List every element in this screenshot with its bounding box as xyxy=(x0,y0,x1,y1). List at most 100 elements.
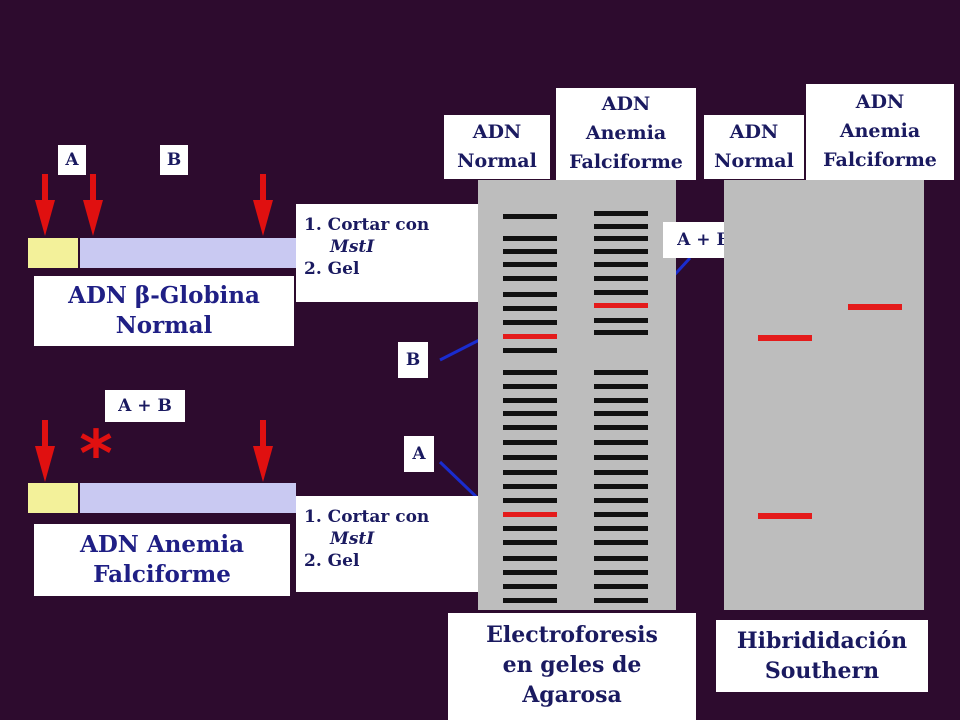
down-arrow-icon xyxy=(253,174,273,236)
down-arrow-icon xyxy=(35,420,55,482)
gel-band xyxy=(594,411,648,416)
gel-band xyxy=(503,570,557,575)
gel-band xyxy=(503,236,557,241)
gel-band xyxy=(594,584,648,589)
southern-lane2-header: ADN Anemia Falciforme xyxy=(806,84,954,180)
gel-band xyxy=(594,262,648,267)
gel-lane2-line2: Anemia xyxy=(585,122,667,144)
enzyme-label: MstI xyxy=(330,237,375,257)
site-b-label: B xyxy=(160,145,188,175)
gel-band xyxy=(594,276,648,281)
gel-band xyxy=(594,484,648,489)
gel-band xyxy=(503,320,557,325)
southern-band xyxy=(848,304,902,310)
gel-band xyxy=(594,425,648,430)
gel-band xyxy=(594,540,648,545)
gel-band xyxy=(503,276,557,281)
southern-lane2-line3: Falciforme xyxy=(823,149,937,171)
down-arrow-icon xyxy=(83,174,103,236)
gel-band xyxy=(503,598,557,603)
gel-band xyxy=(503,306,557,311)
gel-band xyxy=(594,236,648,241)
gel-band xyxy=(594,290,648,295)
gel-band xyxy=(594,330,648,335)
fragment-a-label: A xyxy=(404,436,434,472)
step2-label: 2. Gel xyxy=(304,551,360,571)
southern-caption: Hibrididación Southern xyxy=(716,620,928,692)
gel-band xyxy=(503,214,557,219)
southern-lane1-line1: ADN xyxy=(729,121,779,143)
southern-lane1-header: ADN Normal xyxy=(704,115,804,179)
asterisk-icon: * xyxy=(79,418,113,492)
fragment-b-label: B xyxy=(398,342,428,378)
sickle-gene-title-line2: Falciforme xyxy=(93,561,231,588)
gel-lane1-line1: ADN xyxy=(472,121,522,143)
southern-membrane xyxy=(724,180,924,610)
gel-band xyxy=(594,249,648,254)
gel-band-highlight xyxy=(503,512,557,517)
down-arrow-icon xyxy=(35,174,55,236)
southern-lane1-line2: Normal xyxy=(714,150,794,172)
gel-band xyxy=(503,470,557,475)
gel-caption-line2: en geles de xyxy=(502,652,642,678)
gel-band xyxy=(594,455,648,460)
gel-lane2-line1: ADN xyxy=(601,93,651,115)
gel-band xyxy=(503,526,557,531)
gene-segment-yellow xyxy=(28,238,78,268)
normal-steps-box: 1. Cortar con MstI 2. Gel xyxy=(296,204,478,302)
sickle-steps-box: 1. Cortar con MstI 2. Gel xyxy=(296,496,478,592)
normal-gene-title-line2: Normal xyxy=(115,312,213,339)
gel-band xyxy=(503,348,557,353)
gel-band xyxy=(594,211,648,216)
sickle-gene-bar xyxy=(28,483,296,513)
gel-lane2-header: ADN Anemia Falciforme xyxy=(556,88,696,180)
southern-caption-line1: Hibrididación xyxy=(736,628,908,654)
gel-lane2-line3: Falciforme xyxy=(569,151,683,173)
gel-lane1-line2: Normal xyxy=(457,150,537,172)
southern-caption-line2: Southern xyxy=(764,658,880,684)
southern-band xyxy=(758,513,812,519)
gel-band xyxy=(503,292,557,297)
gel-band xyxy=(503,425,557,430)
normal-gene-title-box: ADN β-Globina Normal xyxy=(34,276,294,346)
gel-band xyxy=(594,526,648,531)
normal-gene-bar xyxy=(28,238,296,268)
step1-label: 1. Cortar con xyxy=(304,507,430,527)
gel-band xyxy=(594,440,648,445)
sickle-gene-title-box: ADN Anemia Falciforme xyxy=(34,524,290,596)
gel-band xyxy=(594,512,648,517)
gel-caption-line1: Electroforesis xyxy=(486,622,658,648)
gel-band xyxy=(503,584,557,589)
gel-band xyxy=(594,370,648,375)
gel-band xyxy=(594,398,648,403)
gene-segment-yellow xyxy=(28,483,78,513)
southern-band xyxy=(758,335,812,341)
site-ab-label: A + B xyxy=(105,390,185,422)
gel-band xyxy=(503,498,557,503)
step2-label: 2. Gel xyxy=(304,259,360,279)
gel-band xyxy=(594,570,648,575)
gel-band xyxy=(503,540,557,545)
normal-gene-title-line1: ADN β-Globina xyxy=(68,282,260,309)
gel-band xyxy=(594,498,648,503)
gel-band xyxy=(503,370,557,375)
gel-band xyxy=(503,398,557,403)
gel-band-highlight xyxy=(594,303,648,308)
site-a-label: A xyxy=(58,145,86,175)
gel-band xyxy=(594,598,648,603)
gel-caption-line3: Agarosa xyxy=(522,682,622,708)
gel-band xyxy=(503,556,557,561)
gel-caption: Electroforesis en geles de Agarosa xyxy=(448,613,696,720)
gel-band xyxy=(594,384,648,389)
southern-lane2-line2: Anemia xyxy=(839,120,921,142)
gel-band xyxy=(594,318,648,323)
gel-band xyxy=(503,384,557,389)
gel-band xyxy=(594,556,648,561)
sickle-gene-title-line1: ADN Anemia xyxy=(80,531,244,558)
enzyme-label: MstI xyxy=(330,529,375,549)
agarose-gel xyxy=(478,180,676,610)
southern-lane2-line1: ADN xyxy=(855,91,905,113)
down-arrow-icon xyxy=(253,420,273,482)
gene-segment-lavender xyxy=(80,483,296,513)
step1-label: 1. Cortar con xyxy=(304,215,430,235)
